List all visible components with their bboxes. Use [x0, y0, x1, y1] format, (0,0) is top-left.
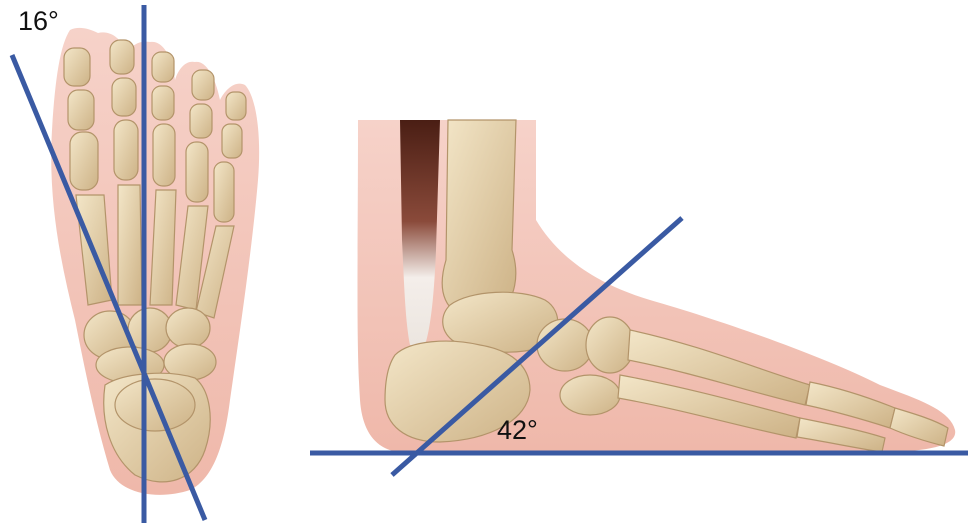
top-view-angle-label: 16° — [18, 8, 59, 35]
tarsal-bones — [84, 308, 216, 383]
foot-side-view — [310, 120, 968, 475]
side-view-angle-label: 42° — [497, 417, 538, 444]
foot-top-view — [12, 5, 259, 523]
tibia-bone — [442, 120, 516, 312]
